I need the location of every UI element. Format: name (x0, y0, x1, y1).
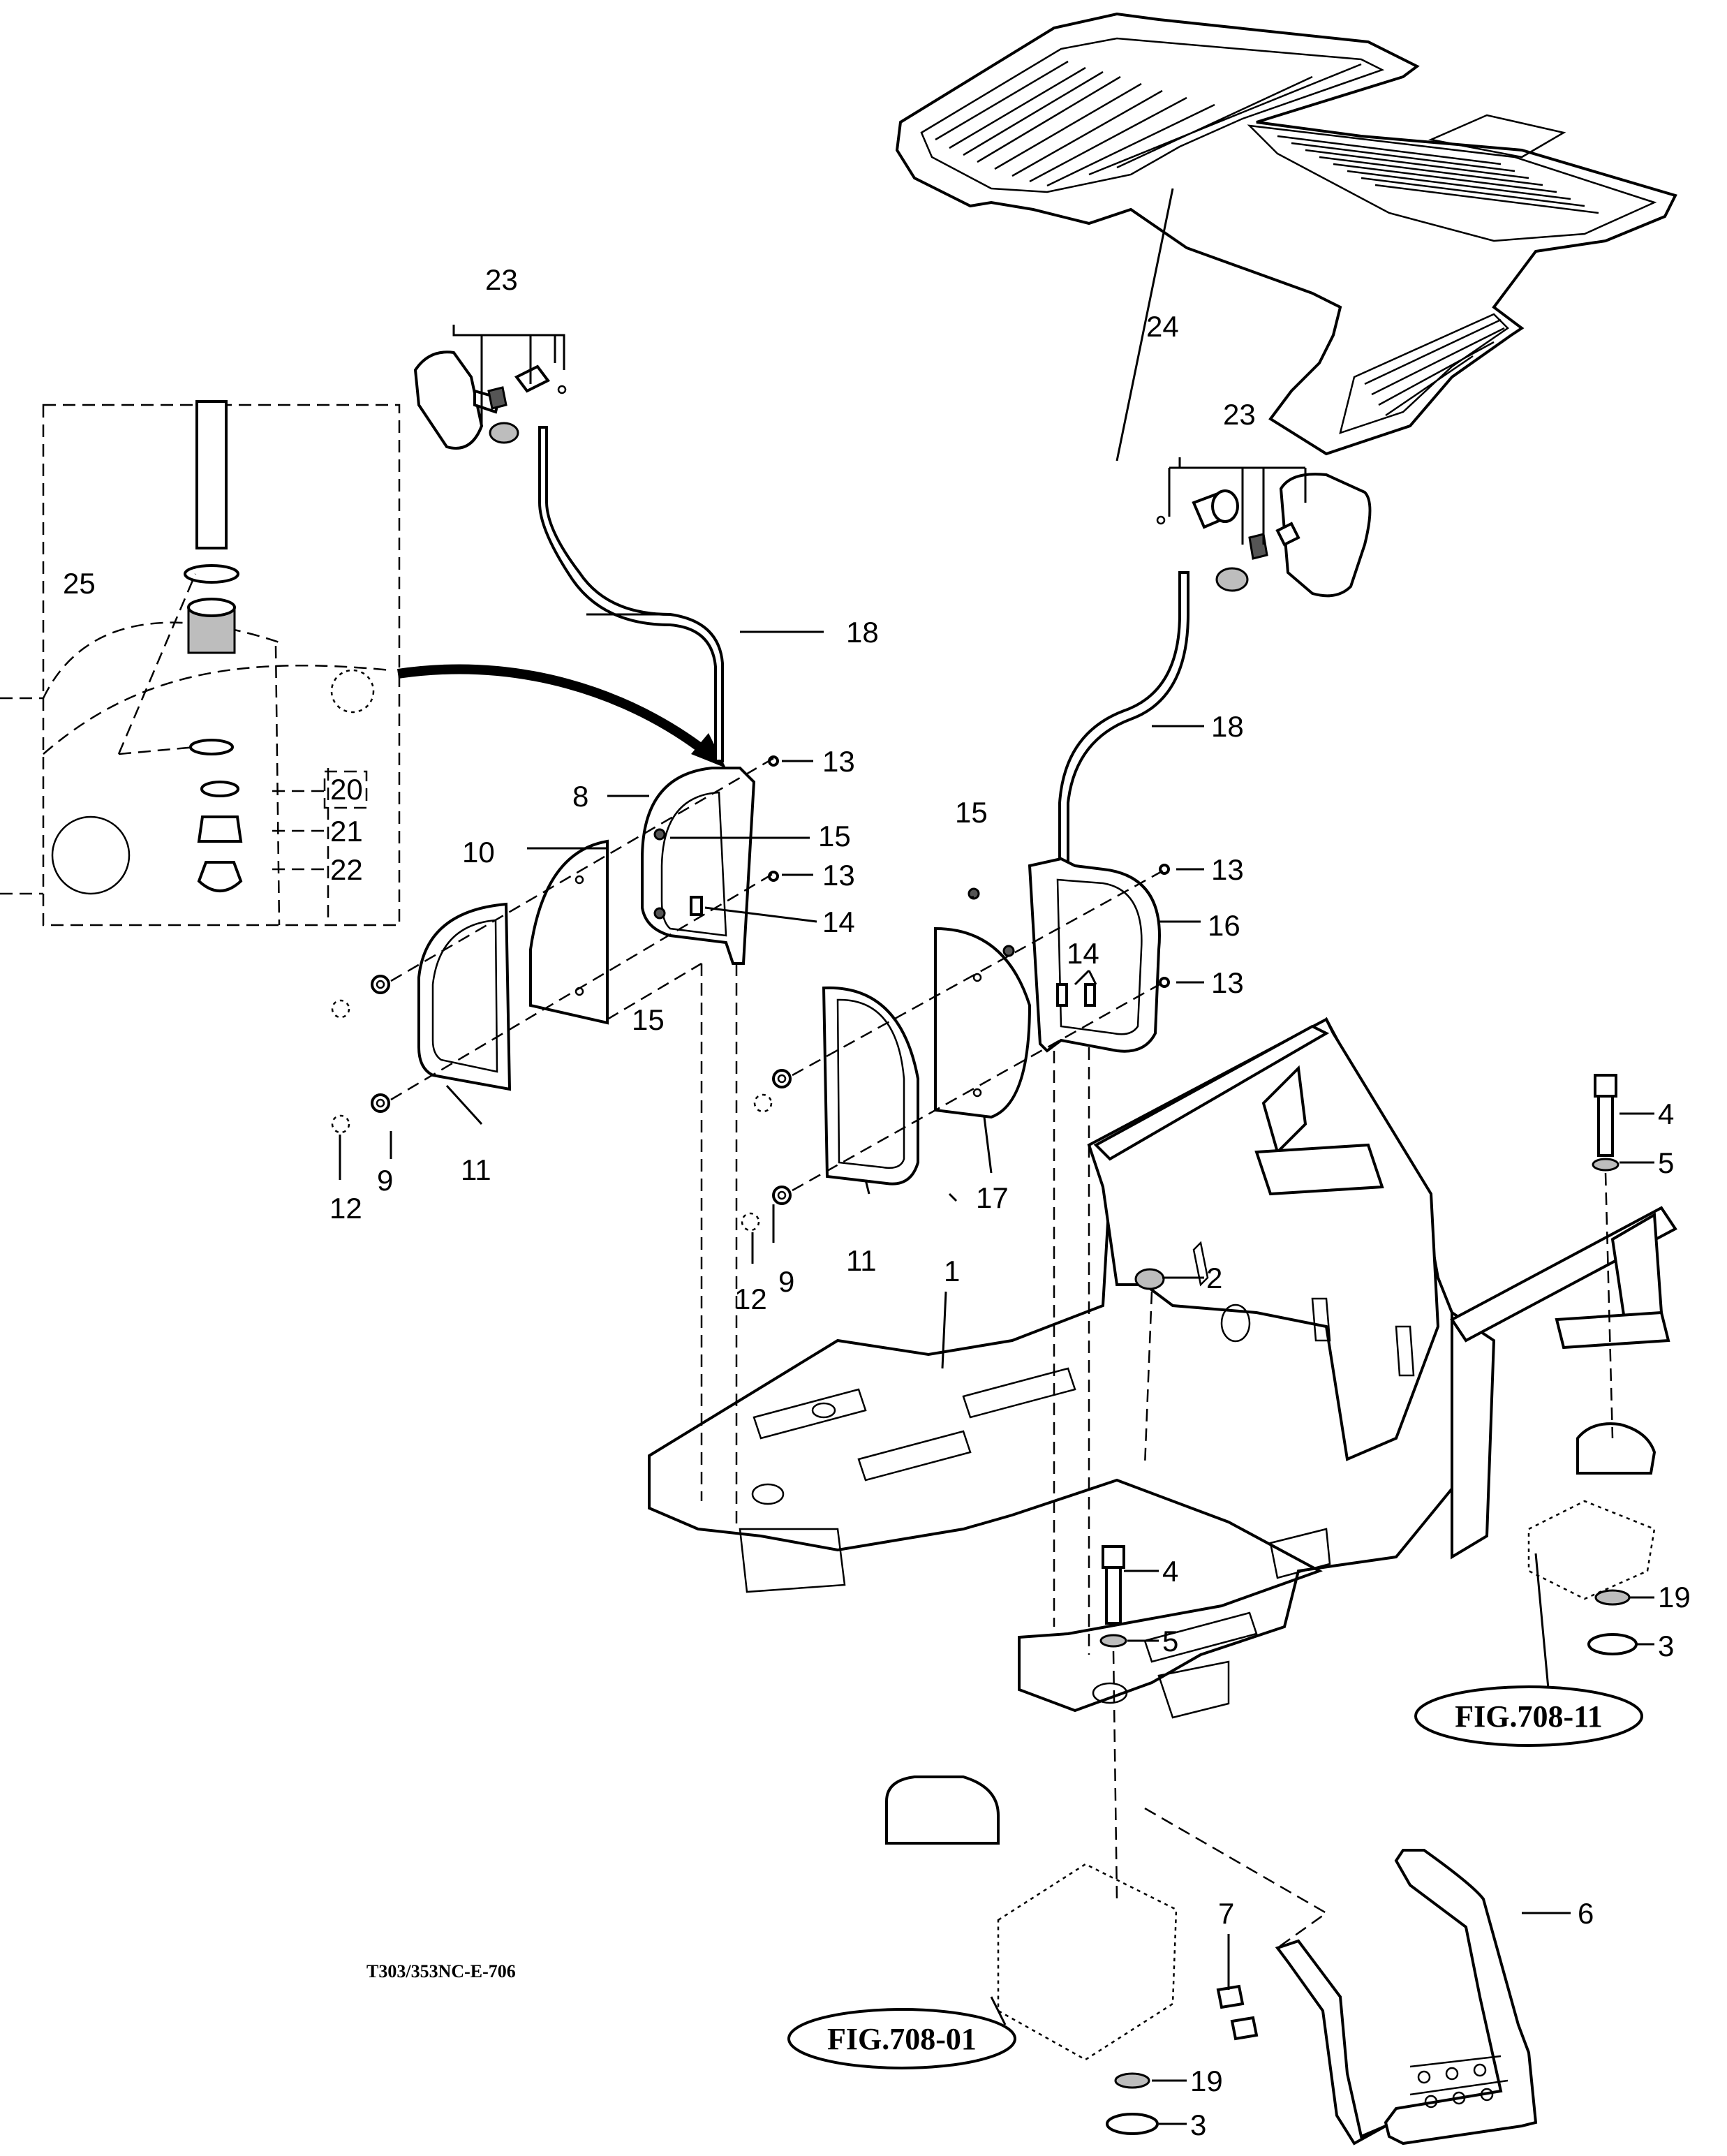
callout-13-d: 13 (1211, 966, 1244, 999)
bracket-8 (641, 767, 756, 965)
callout-7: 7 (1218, 1897, 1234, 1930)
floor-underside (739, 1528, 846, 1593)
leader-lines (117, 188, 1654, 2125)
callout-15-c: 15 (955, 796, 988, 829)
bolt-4-right (1594, 1074, 1617, 1157)
bolts-7 (1216, 1984, 1259, 2041)
callout-19-lower: 19 (1190, 2065, 1223, 2097)
callout-9-left: 9 (377, 1164, 393, 1197)
callout-25: 25 (63, 567, 96, 600)
rubber-mount-right (1576, 1422, 1656, 1475)
frame-11-left (417, 902, 512, 1091)
detail-arrow (396, 664, 712, 758)
callout-15-a: 15 (818, 820, 851, 852)
callout-21: 21 (330, 815, 363, 848)
floor-plate-part-1 (648, 1017, 1677, 1719)
rubber-mount-lower (885, 1775, 1000, 1845)
callout-18-right: 18 (1211, 710, 1244, 743)
mirror-head-left (413, 350, 484, 450)
callout-19-right: 19 (1658, 1581, 1691, 1614)
step-part-6 (1275, 1849, 1538, 2146)
callout-20: 20 (330, 773, 363, 806)
figure-reference-right-text: FIG.708-11 (1455, 1699, 1602, 1734)
callout-6: 6 (1578, 1897, 1594, 1930)
rear-panel (1087, 1017, 1440, 1461)
callout-numbers: 1 2 3 3 4 4 5 5 6 7 8 9 9 10 11 11 12 12… (63, 263, 1691, 2141)
floor-mat-part-24 (895, 12, 1677, 456)
callout-22: 22 (330, 853, 363, 886)
callout-5-center: 5 (1162, 1625, 1178, 1657)
mirror-stay-18-right (1058, 571, 1189, 871)
figure-reference-bottom-text: FIG.708-01 (827, 2022, 977, 2056)
washer-3-lower (1106, 2113, 1159, 2135)
washer-20 (200, 781, 239, 797)
callout-24: 24 (1146, 310, 1179, 343)
drawing-code: T303/353NC-E-706 (366, 1961, 516, 1981)
callout-3-lower: 3 (1190, 2109, 1206, 2141)
right-mirror-assembly (741, 473, 1372, 1232)
callout-17: 17 (976, 1181, 1009, 1214)
callout-9-right: 9 (778, 1265, 794, 1298)
left-mirror-assembly (331, 350, 779, 1134)
callout-23-right: 23 (1223, 398, 1256, 431)
washer-19-right (1594, 1589, 1631, 1606)
callout-14-left: 14 (822, 906, 855, 938)
callout-18-left: 18 (846, 616, 879, 649)
callout-4-right: 4 (1658, 1098, 1674, 1130)
callout-12-right: 12 (734, 1283, 767, 1315)
washer-19-lower (1114, 2072, 1150, 2089)
figure-reference-right: FIG.708-11 (1414, 1685, 1643, 1747)
rubber-cap-2 (1134, 1268, 1165, 1290)
callout-8: 8 (572, 780, 588, 813)
bolt-4-center (1102, 1545, 1125, 1625)
mount-bracket-lower (997, 1863, 1178, 2061)
knob-right (1215, 567, 1249, 592)
washer-25-bottom (189, 739, 234, 755)
callout-3-right: 3 (1658, 1630, 1674, 1662)
callout-14-right: 14 (1067, 937, 1099, 970)
callout-15-b: 15 (632, 1003, 665, 1036)
mirror-head-right (1279, 473, 1372, 598)
callout-11-left: 11 (461, 1153, 491, 1186)
callout-13-c: 13 (1211, 853, 1244, 886)
callout-4-center: 4 (1162, 1555, 1178, 1588)
figure-reference-bottom: FIG.708-01 (787, 2008, 1016, 2069)
knob-left (489, 422, 519, 444)
mount-bracket-right (1527, 1500, 1656, 1600)
label-20-box (323, 770, 368, 809)
callout-13-b: 13 (822, 859, 855, 892)
cap-nut-22 (197, 861, 243, 892)
detail-inset (0, 400, 401, 926)
washer-25-top (184, 564, 239, 584)
mirror-stay-18-left (538, 426, 724, 762)
washer-5-center (1099, 1634, 1127, 1648)
callout-10: 10 (462, 836, 495, 869)
callout-16: 16 (1208, 909, 1240, 942)
callout-11-right: 11 (846, 1244, 877, 1277)
callout-13-a: 13 (822, 745, 855, 778)
callout-2: 2 (1206, 1262, 1222, 1294)
plate-17 (934, 926, 1032, 1119)
pin-shaft (195, 400, 228, 549)
callout-12-left: 12 (329, 1192, 362, 1225)
callout-23-left: 23 (485, 263, 518, 296)
round-housing (51, 815, 131, 895)
nut-21 (197, 815, 243, 843)
callout-1: 1 (944, 1255, 960, 1287)
washer-5-right (1592, 1158, 1619, 1172)
plate-10 (529, 839, 609, 1025)
washer-3-right (1587, 1633, 1638, 1655)
callout-5-right: 5 (1658, 1146, 1674, 1179)
